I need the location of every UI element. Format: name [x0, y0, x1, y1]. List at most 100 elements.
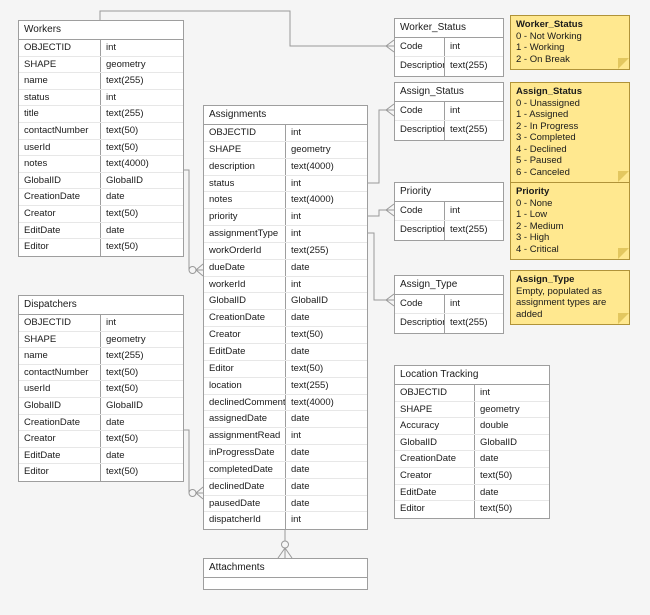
crows-foot-icon — [385, 293, 395, 307]
field-name: GlobalID — [395, 434, 475, 451]
field-name: Description — [395, 314, 445, 333]
field-type: text(50) — [106, 241, 139, 253]
note-line: 4 - Declined — [516, 143, 567, 155]
crows-foot-icon — [195, 486, 204, 500]
field-type: date — [291, 413, 310, 425]
field-type: date — [291, 312, 310, 324]
connector-dispatchers-assignments[interactable] — [184, 429, 204, 500]
crows-foot-icon — [385, 39, 395, 53]
connector-assignments-assign-type[interactable] — [368, 232, 395, 307]
field-type: int — [106, 317, 117, 328]
field-name: Creator — [19, 431, 101, 447]
note-line: 2 - In Progress — [516, 120, 579, 132]
field-name: notes — [204, 192, 286, 209]
field-name: EditDate — [204, 343, 286, 360]
field-type: geometry — [106, 333, 146, 345]
table-title: Assignments — [204, 106, 367, 125]
field-name: Description — [395, 57, 445, 76]
crows-foot-icon — [385, 203, 395, 217]
note-title: Assign_Status — [516, 86, 582, 97]
field-type: GlobalID — [106, 399, 143, 411]
field-name: Description — [395, 121, 445, 140]
field-type: date — [106, 191, 125, 203]
field-name: Creator — [19, 205, 101, 222]
field-name: Editor — [395, 501, 475, 518]
field-name: OBJECTID — [204, 125, 286, 141]
field-name: priority — [204, 209, 286, 226]
field-type: date — [291, 463, 310, 475]
field-type: int — [450, 105, 461, 116]
field-type: date — [106, 224, 125, 236]
connector-workers-assignments[interactable] — [184, 169, 204, 277]
field-row: OBJECTID int — [19, 315, 183, 332]
field-type: date — [106, 449, 125, 461]
field-type: text(4000) — [291, 396, 334, 408]
field-row: Description text(255) — [395, 221, 503, 240]
field-name: CreationDate — [395, 451, 475, 467]
connector-assignments-attachments[interactable] — [277, 528, 293, 559]
field-name: Creator — [395, 467, 475, 484]
connector-assignments-assign-status[interactable] — [368, 103, 395, 184]
note-line: 6 - Canceled — [516, 166, 570, 178]
note-line: Empty, populated as assignment types are… — [516, 285, 607, 320]
field-type: text(255) — [291, 244, 329, 256]
field-row: SHAPE geometry — [19, 331, 183, 349]
connector-workers-worker-status[interactable] — [99, 10, 395, 53]
field-type: text(255) — [106, 75, 144, 87]
table-title: Attachments — [204, 559, 367, 578]
field-type: text(50) — [106, 141, 139, 153]
connector-assignments-priority[interactable] — [368, 203, 395, 217]
field-name: Description — [395, 221, 445, 240]
field-type: double — [480, 420, 509, 432]
field-name: Code — [395, 38, 445, 56]
note-line: 1 - Assigned — [516, 109, 569, 120]
field-type: int — [291, 177, 302, 189]
field-name: EditDate — [19, 447, 101, 464]
note-line: 1 - Working — [516, 42, 565, 53]
field-name: EditDate — [19, 222, 101, 239]
field-name: declinedComment — [204, 394, 286, 411]
field-name: userId — [19, 139, 101, 156]
field-name: SHAPE — [19, 331, 101, 348]
field-type: text(255) — [450, 224, 488, 235]
field-type: text(255) — [106, 108, 144, 120]
crows-foot-icon — [195, 263, 204, 277]
field-name: description — [204, 158, 286, 175]
field-name: OBJECTID — [19, 315, 101, 331]
field-name: assignmentRead — [204, 428, 286, 445]
zero-cardinality-icon — [188, 489, 197, 497]
note-line: 2 - On Break — [516, 53, 570, 65]
table-attachments[interactable]: Attachments — [203, 558, 368, 590]
note-line: 5 - Paused — [516, 155, 562, 166]
field-name: status — [19, 89, 101, 106]
field-type: int — [291, 430, 302, 442]
